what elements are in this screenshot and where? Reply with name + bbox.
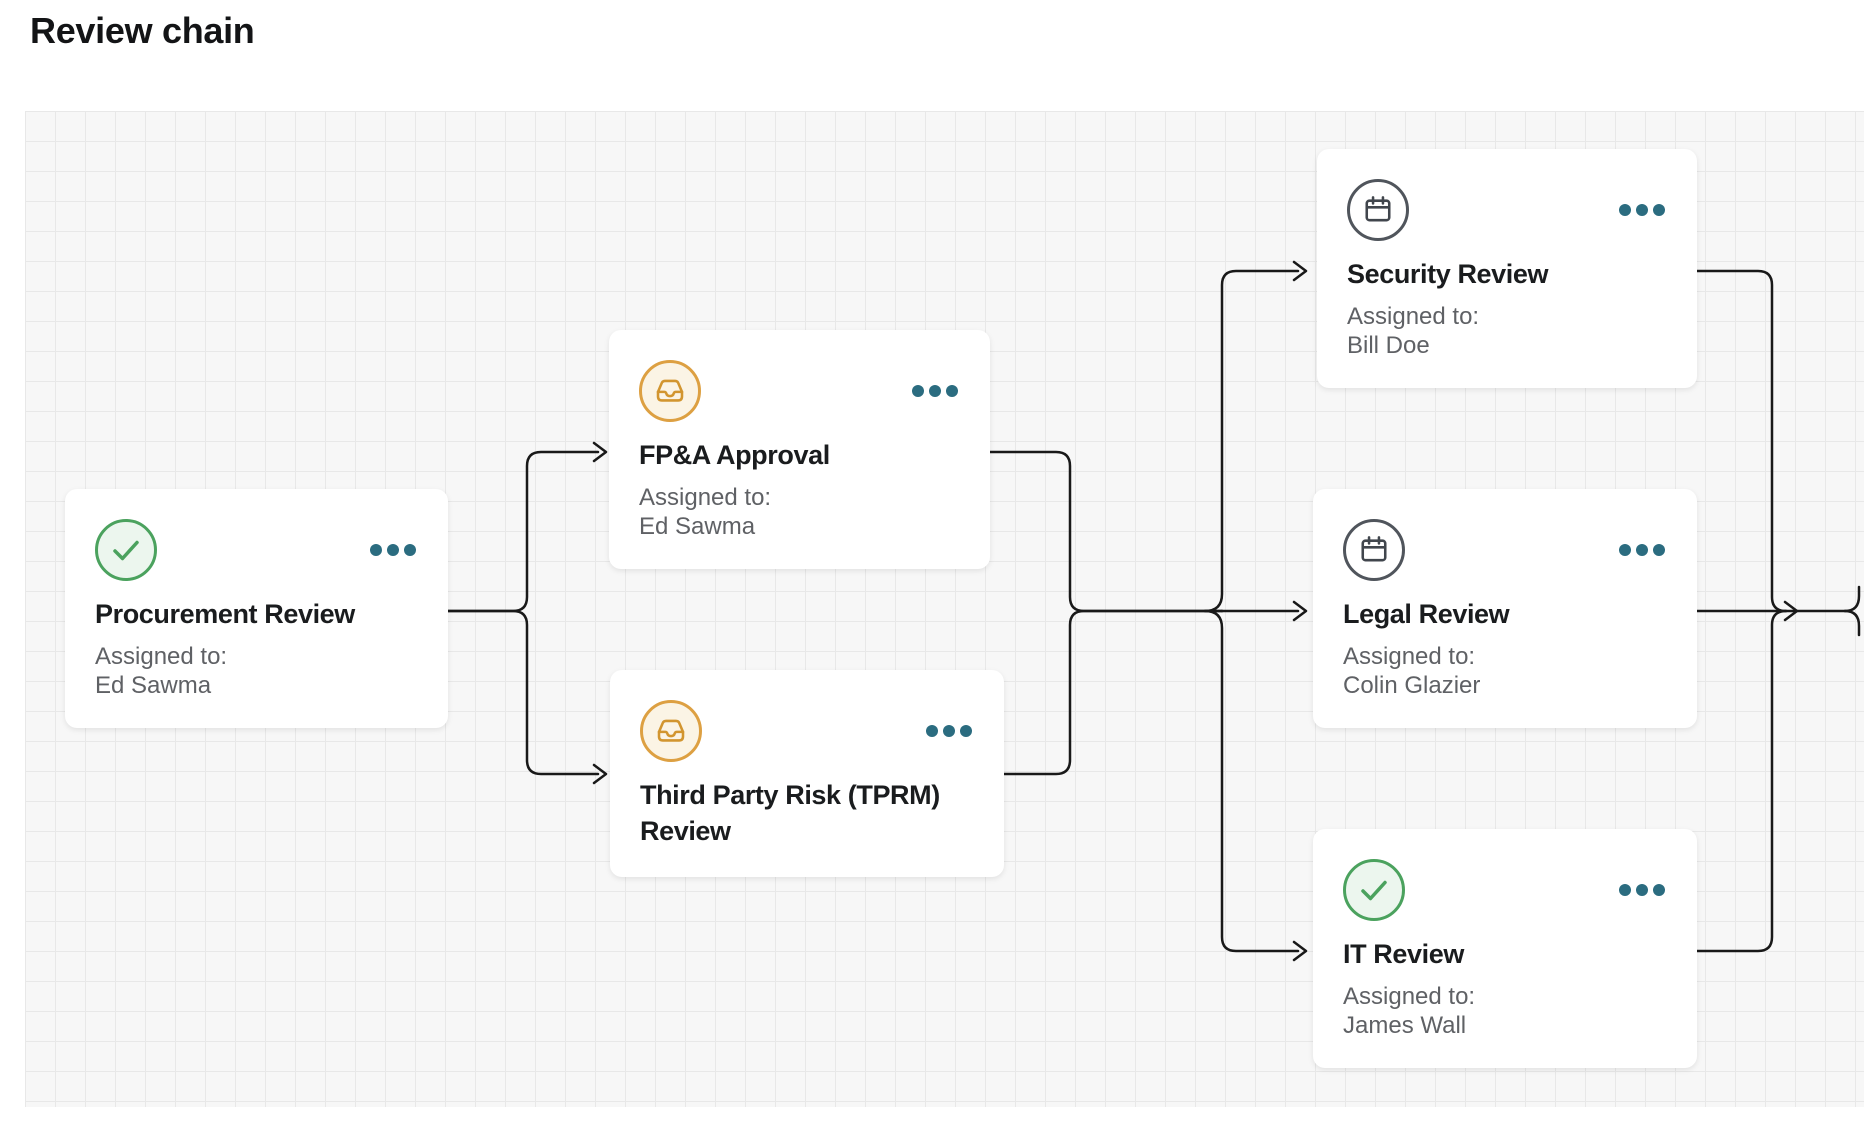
assigned-label: Assigned to: [639,484,772,511]
check-circle-icon [95,519,157,581]
assigned-block: Assigned to: Colin Glazier [1343,642,1667,700]
node-it-review[interactable]: IT Review Assigned to: James Wall [1313,829,1697,1068]
ellipsis-menu-icon [912,385,924,397]
ellipsis-menu-icon [370,544,382,556]
node-fpa-approval[interactable]: FP&A Approval Assigned to: Ed Sawma [609,330,990,569]
node-legal-review[interactable]: Legal Review Assigned to: Colin Glazier [1313,489,1697,728]
inbox-icon [639,360,701,422]
node-title: IT Review [1343,939,1464,969]
ellipsis-menu-icon [1619,204,1631,216]
assignee-name: Ed Sawma [639,513,756,540]
ellipsis-menu-icon [1619,544,1631,556]
assignee-name: James Wall [1343,1012,1467,1039]
node-procurement-review[interactable]: Procurement Review Assigned to: Ed Sawma [65,489,448,728]
assigned-label: Assigned to: [95,643,228,670]
assigned-block: Assigned to: Ed Sawma [639,483,960,541]
node-header [639,360,960,422]
node-title: Security Review [1347,259,1549,289]
node-header [1347,179,1667,241]
node-title: Procurement Review [95,599,355,629]
check-circle-icon [1343,859,1405,921]
calendar-icon [1347,179,1409,241]
node-menu-button[interactable] [1617,202,1667,218]
node-header [640,700,974,762]
assignee-name: Bill Doe [1347,332,1430,359]
ellipsis-menu-icon [926,725,938,737]
node-header [1343,519,1667,581]
ellipsis-menu-icon [1619,884,1631,896]
assignee-name: Colin Glazier [1343,672,1481,699]
inbox-icon [640,700,702,762]
node-menu-button[interactable] [368,542,418,558]
node-title: Legal Review [1343,599,1510,629]
node-header [1343,859,1667,921]
page-title: Review chain [30,10,255,51]
assigned-block: Assigned to: Bill Doe [1347,302,1667,360]
node-tprm-review[interactable]: Third Party Risk (TPRM) Review [610,670,1004,877]
node-menu-button[interactable] [1617,882,1667,898]
calendar-icon [1343,519,1405,581]
node-menu-button[interactable] [924,723,974,739]
node-header [95,519,418,581]
assigned-label: Assigned to: [1343,643,1476,670]
assigned-label: Assigned to: [1343,983,1476,1010]
node-menu-button[interactable] [1617,542,1667,558]
node-security-review[interactable]: Security Review Assigned to: Bill Doe [1317,149,1697,388]
assigned-label: Assigned to: [1347,303,1480,330]
assigned-block: Assigned to: Ed Sawma [95,642,418,700]
node-menu-button[interactable] [910,383,960,399]
assigned-block: Assigned to: James Wall [1343,982,1667,1040]
assignee-name: Ed Sawma [95,672,212,699]
node-title: FP&A Approval [639,440,830,470]
node-title: Third Party Risk (TPRM) Review [640,780,940,846]
